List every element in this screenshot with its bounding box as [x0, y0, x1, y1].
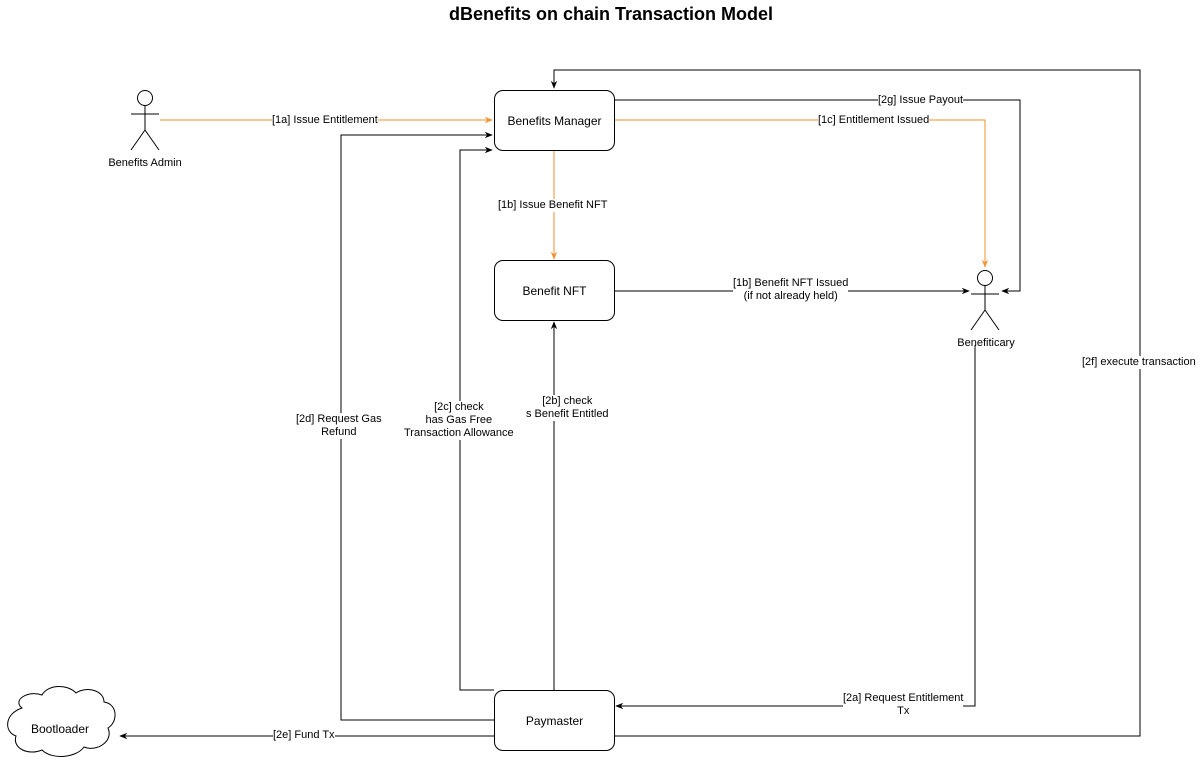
paymaster-label: Paymaster [525, 713, 584, 728]
edge-2g-label: [2g] Issue Payout [878, 94, 963, 107]
edge-1b-issued-label: [1b] Benefit NFT Issued (if not already … [733, 277, 849, 303]
edge-1c-entitlement-issued [614, 119, 989, 268]
edge-1b-issue-label: [1b] Issue Benefit NFT [498, 199, 608, 212]
edge-1a-label: [1a] Issue Entitlement [272, 114, 378, 127]
edge-2f-label: [2f] execute transaction [1082, 356, 1196, 369]
bootloader-cloud[interactable] [7, 686, 116, 757]
edge-2a-label: [2a] Request Entitlement Tx [843, 692, 964, 718]
paymaster-node[interactable]: Paymaster [494, 690, 615, 751]
edge-2a-request-entitlement [615, 345, 976, 710]
bootloader-label: Bootloader [30, 722, 90, 736]
edge-2c-label: [2c] check has Gas Free Transaction Allo… [404, 401, 514, 440]
benefit-nft-label: Benefit NFT [522, 283, 587, 298]
beneficiary-actor[interactable] [970, 270, 1000, 331]
edge-2f-execute-transaction [550, 69, 1141, 737]
edge-2e-label: [2e] Fund Tx [273, 729, 335, 742]
edge-2g-issue-payout [614, 99, 1021, 295]
diagram-title: dBenefits on chain Transaction Model [448, 4, 774, 24]
benefits-manager-label: Benefits Manager [507, 113, 602, 128]
beneficiary-label: Benefiticary [957, 337, 1015, 349]
benefits-manager-node[interactable]: Benefits Manager [494, 90, 615, 151]
edge-2b-label: [2b] check s Benefit Entitled [526, 395, 609, 421]
benefits-admin-actor[interactable] [130, 90, 160, 151]
edge-1c-label: [1c] Entitlement Issued [818, 114, 930, 127]
benefit-nft-node[interactable]: Benefit NFT [494, 260, 615, 321]
benefits-admin-label: Benefits Admin [108, 157, 182, 169]
edge-2d-label: [2d] Request Gas Refund [296, 413, 382, 439]
